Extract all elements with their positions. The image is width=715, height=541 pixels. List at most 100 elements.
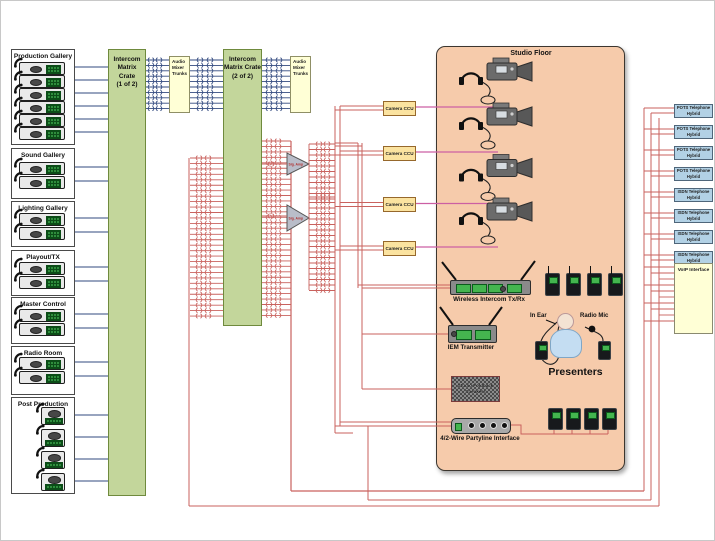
- keypad: [46, 325, 61, 335]
- keypad: [46, 215, 61, 225]
- intercom-panel-icon: [14, 70, 65, 88]
- crate-subtitle: (2 of 2): [232, 72, 253, 80]
- intercom-matrix-crate-1: Intercom Matrix Crate(1 of 2): [108, 49, 146, 496]
- speaker-oval: [30, 312, 42, 320]
- gallery-label: Sound Gallery: [20, 152, 66, 159]
- speaker-oval: [30, 326, 42, 334]
- crate-title: Intercom Matrix Crate: [113, 56, 141, 80]
- bp-screen: [606, 412, 615, 419]
- trunk-wires: [144, 57, 290, 112]
- camera-ccu-box: Camera CCU: [383, 241, 416, 256]
- hybrid-wires: [644, 107, 674, 322]
- intercom-panel-icon: [14, 83, 65, 101]
- crate-subtitle: (1 of 2): [116, 80, 138, 88]
- bp-screen: [588, 412, 597, 419]
- camera-ccu-box: Camera CCU: [383, 101, 416, 116]
- handset-icon: [14, 222, 23, 233]
- studio-floor-title: Studio Floor: [510, 50, 552, 57]
- pl-knob: [490, 422, 497, 430]
- speaker-oval: [30, 279, 42, 287]
- speaker-oval: [47, 476, 61, 484]
- keypad: [46, 129, 61, 139]
- bp-screen: [570, 412, 579, 419]
- handset-icon: [36, 402, 45, 413]
- presenter-beltpack-icon: [598, 341, 611, 360]
- telephone-hybrid-box: POTS Telephone Hybrid: [674, 104, 713, 118]
- keypad: [46, 90, 61, 100]
- telephone-hybrid-box: POTS Telephone Hybrid: [674, 146, 713, 160]
- intercom-panel-icon: [14, 96, 65, 114]
- intercom-panel-icon: [14, 366, 65, 384]
- keypad: [46, 64, 61, 74]
- handset-icon: [36, 424, 45, 435]
- presenter-head: [557, 313, 574, 330]
- iem-screen: [456, 330, 472, 340]
- keypad: [46, 311, 61, 321]
- handset-icon: [14, 366, 23, 377]
- camera-ccu-box: Camera CCU: [383, 146, 416, 161]
- handset-icon: [14, 70, 23, 81]
- presenter-figure-icon: [550, 329, 582, 358]
- antenna-icon: [610, 266, 613, 274]
- keypad: [46, 264, 61, 274]
- intercom-panel-icon: [14, 57, 65, 75]
- presenter-beltpack-icon: [535, 341, 548, 360]
- keypad: [46, 103, 61, 113]
- keypad: [46, 229, 61, 239]
- handset-icon: [14, 271, 23, 282]
- in-ear-label: In Ear: [530, 313, 547, 319]
- gallery-label: Playout/TX: [26, 254, 60, 261]
- keypad: [46, 359, 61, 369]
- rack-screen: [472, 284, 487, 293]
- iem-knob: [450, 331, 457, 337]
- handset-icon: [14, 318, 23, 329]
- camera-ccu-box: Camera CCU: [383, 197, 416, 212]
- radio-screen: [549, 277, 558, 284]
- wireless-intercom-rack: [450, 280, 531, 295]
- speaker-oval: [30, 216, 42, 224]
- gallery-label: Production Gallery: [13, 53, 73, 60]
- handset-icon: [14, 122, 23, 133]
- intercom-panel-icon: [14, 304, 65, 322]
- radio-screen: [591, 277, 600, 284]
- wired-beltpack-icon: [602, 408, 617, 430]
- bp-screen: [552, 412, 561, 419]
- speaker-oval: [30, 265, 42, 273]
- radio-screen: [570, 277, 579, 284]
- intercom-panel-icon: [14, 352, 65, 370]
- telephone-hybrid-box: POTS Telephone Hybrid: [674, 125, 713, 139]
- rack-knob: [500, 285, 506, 292]
- wired-beltpack-icon: [548, 408, 563, 430]
- handset-icon: [14, 171, 23, 182]
- wired-beltpack-icon: [566, 408, 581, 430]
- handset-icon: [14, 96, 23, 107]
- keypad: [45, 461, 63, 468]
- handset-icon: [14, 57, 23, 68]
- handset-icon: [14, 352, 23, 363]
- partyline-interface-icon: [451, 418, 511, 434]
- handheld-radio-icon: [608, 266, 623, 296]
- keypad: [46, 164, 61, 174]
- foldback-speakers-box: Studio Foldback Speakers: [451, 376, 500, 402]
- handset-icon: [36, 446, 45, 457]
- intercom-panel-icon: [36, 468, 65, 491]
- speaker-oval: [30, 91, 42, 99]
- intercom-panel-icon: [14, 109, 65, 127]
- handheld-radio-icon: [545, 266, 560, 296]
- gallery-label: Master Control: [20, 301, 66, 308]
- pl-knob: [501, 422, 508, 430]
- handset-icon: [14, 257, 23, 268]
- speaker-oval: [30, 65, 42, 73]
- audio-mixer-trunks-left: Audio Mixer Trunks: [169, 56, 190, 113]
- speaker-oval: [30, 360, 42, 368]
- speaker-oval: [30, 165, 42, 173]
- handset-icon: [14, 304, 23, 315]
- speaker-oval: [47, 432, 61, 440]
- intercom-panel-icon: [14, 171, 65, 189]
- intercom-panel-icon: [14, 257, 65, 275]
- intercom-panel-icon: [14, 122, 65, 140]
- rack-screen: [507, 284, 522, 293]
- keypad: [46, 373, 61, 383]
